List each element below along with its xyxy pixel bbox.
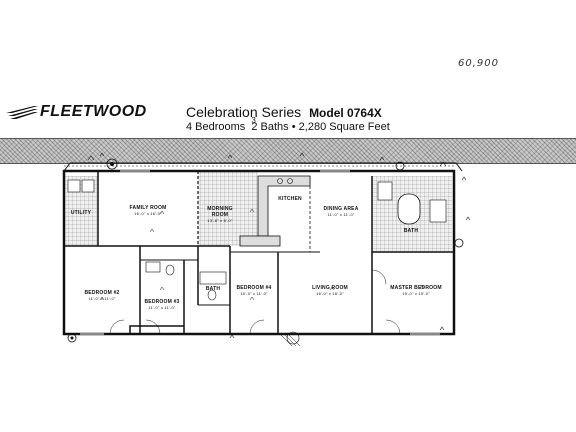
bedroom-2-name: BEDROOM #2 (84, 290, 120, 296)
brand-name: FLEETWOOD (40, 103, 147, 120)
bath-count-strike: 3 (251, 116, 256, 125)
separator-dot: • (291, 121, 296, 133)
morning-room-name: MORNING ROOM (207, 206, 233, 218)
living-room-dim: 16'-0" x 16'-0" (316, 291, 344, 296)
room-label-living-room: LIVING ROOM 16'-0" x 16'-0" (300, 285, 360, 297)
room-label-kitchen: KITCHEN (278, 196, 302, 202)
bath-count: 3 2 Baths (251, 116, 289, 133)
room-label-bedroom-2: BEDROOM #2 11'-0" x 11'-0" (72, 290, 132, 302)
bedroom-4-dim: 10'-0" x 11'-0" (240, 291, 268, 296)
floor-plan-drawing (62, 152, 471, 347)
bedroom-count: 4 Bedrooms (186, 121, 246, 133)
room-label-master-bath: BATH (403, 228, 419, 234)
bedroom-3-dim: 11'-0" x 11'-0" (148, 305, 176, 310)
master-bedroom-name: MASTER BEDROOM (390, 285, 442, 291)
room-label-morning-room: MORNING ROOM 13'-8" x 8'-0" (200, 206, 240, 224)
family-room-name: FAMILY ROOM (129, 205, 167, 211)
bath-count-value: 2 Baths (251, 121, 289, 133)
series-title: Celebration Series Model 0764X (186, 104, 382, 120)
room-label-master-bedroom: MASTER BEDROOM 15'-0" x 15'-0" (388, 285, 444, 297)
square-feet: 2,280 Square Feet (298, 121, 390, 133)
model-number: Model 0764X (309, 106, 382, 120)
room-label-bedroom-4: BEDROOM #4 10'-0" x 11'-0" (232, 285, 276, 297)
dining-area-name: DINING AREA (323, 206, 359, 212)
room-label-utility: UTILITY (70, 210, 92, 216)
series-name: Celebration Series (186, 104, 302, 120)
morning-room-dim: 13'-8" x 8'-0" (207, 218, 233, 223)
family-room-dim: 16'-0" x 16'-0" (134, 211, 162, 216)
handwritten-note: 60,900 (458, 58, 499, 69)
room-label-hall-bath: BATH (205, 286, 221, 292)
bedroom-3-name: BEDROOM #3 (144, 299, 180, 305)
living-room-name: LIVING ROOM (312, 285, 348, 291)
bedroom-2-dim: 11'-0" x 11'-0" (88, 296, 116, 301)
spec-line: 4 Bedrooms 3 2 Baths • 2,280 Square Feet (186, 116, 390, 133)
header-hatch-bar (0, 138, 576, 164)
room-label-family-room: FAMILY ROOM 16'-0" x 16'-0" (118, 205, 178, 217)
bedroom-4-name: BEDROOM #4 (236, 285, 272, 291)
fleetwood-logo-icon (6, 106, 38, 119)
dining-area-dim: 11'-0" x 11'-0" (327, 212, 355, 217)
room-label-dining-area: DINING AREA 11'-0" x 11'-0" (318, 206, 364, 218)
master-bedroom-dim: 15'-0" x 15'-0" (402, 291, 430, 296)
room-label-bedroom-3: BEDROOM #3 11'-0" x 11'-0" (140, 299, 184, 311)
